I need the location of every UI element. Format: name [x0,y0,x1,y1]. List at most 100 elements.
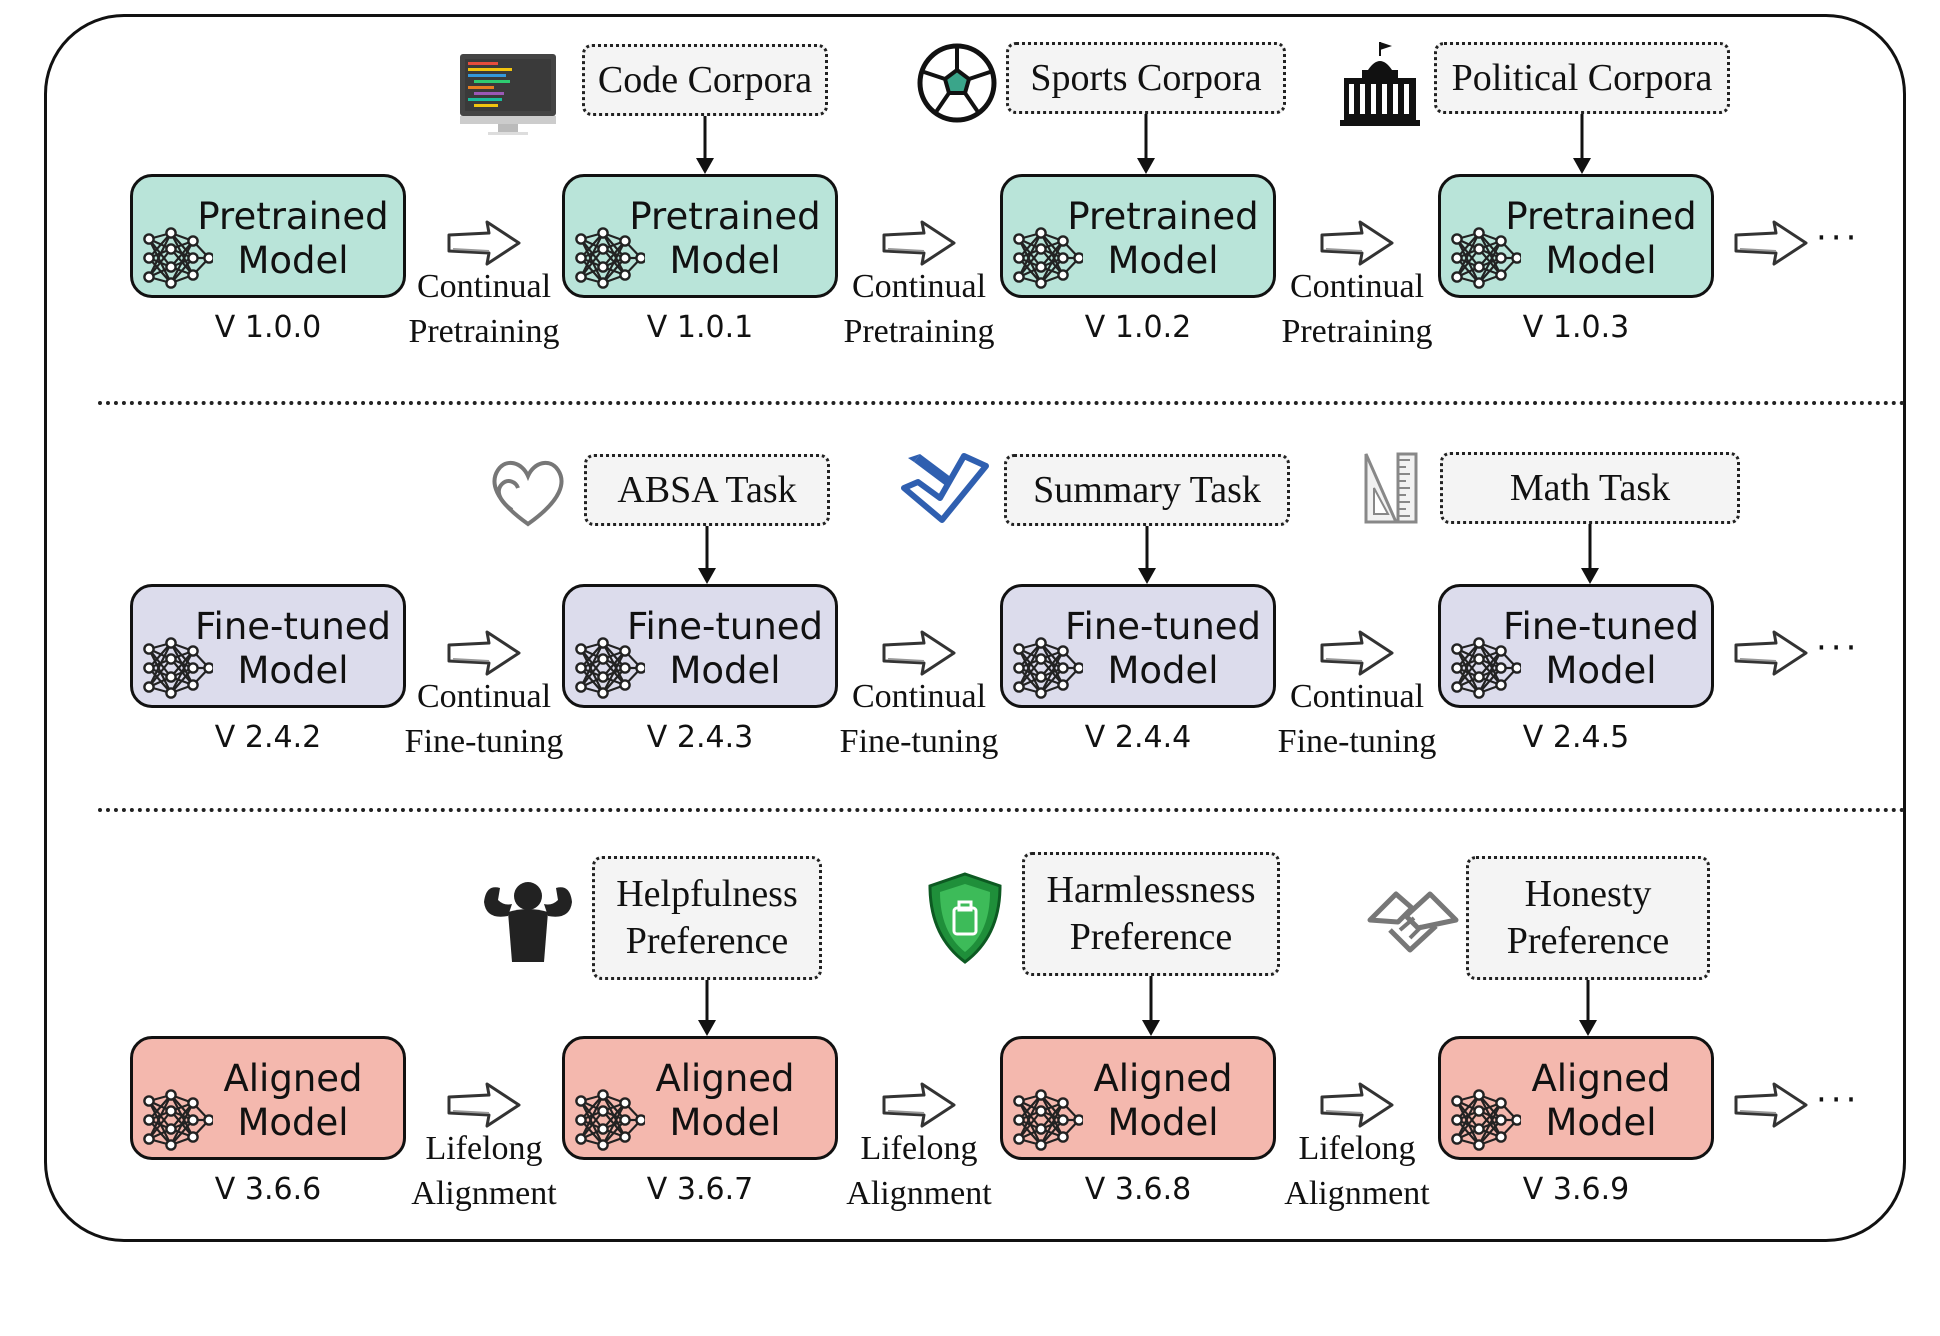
version-label: V 2.4.3 [646,720,754,755]
model-label-line1: Fine-tuned [1064,605,1262,648]
row-divider-1 [98,401,1906,405]
neural-network-icon [575,227,645,289]
neural-network-icon [143,1089,213,1151]
step-label-line2: Pretraining [1281,313,1433,350]
neural-network-icon [1013,637,1083,699]
source-box: Sports Corpora [1006,42,1286,114]
step-label-line2: Alignment [411,1175,557,1212]
right-arrow-icon [447,220,521,266]
right-arrow-icon [882,1082,956,1128]
neural-network-icon [1451,1089,1521,1151]
model-label-line1: Aligned [655,1057,795,1100]
neural-network-icon [575,1089,645,1151]
step-label-line1: Continual [1289,678,1425,715]
down-arrow-icon [1138,526,1156,584]
row-divider-2 [98,808,1906,812]
step-label-line1: Continual [416,268,552,305]
summary-pen-icon [901,453,989,523]
step-label-line2: Alignment [1284,1175,1430,1212]
version-label: V 1.0.2 [1084,310,1192,345]
right-arrow-icon [1734,220,1808,266]
version-label: V 1.0.1 [646,310,754,345]
step-label-line2: Alignment [846,1175,992,1212]
neural-network-icon [1451,637,1521,699]
step-label-line1: Continual [416,678,552,715]
government-building-icon [1340,42,1420,126]
source-box: ABSA Task [584,454,830,526]
ellipsis: ··· [1816,218,1861,258]
right-arrow-icon [1320,630,1394,676]
code-monitor-icon [460,54,556,135]
source-label-line2: Preference [1069,916,1233,958]
right-arrow-icon [1320,1082,1394,1128]
down-arrow-icon [696,116,714,174]
version-label: V 3.6.7 [646,1172,754,1207]
right-arrow-icon [882,630,956,676]
model-label-line1: Aligned [1093,1057,1233,1100]
version-label: V 1.0.3 [1522,310,1630,345]
source-label-line1: Code Corpora [597,58,813,101]
down-arrow-icon [1142,976,1160,1036]
source-label-line1: Sports Corpora [1030,56,1262,99]
right-arrow-icon [447,1082,521,1128]
source-label-line1: ABSA Task [617,468,797,511]
source-label-line2: Preference [625,920,789,962]
source-label-line1: Summary Task [1033,468,1261,511]
right-arrow-icon [1734,1082,1808,1128]
down-arrow-icon [1573,114,1591,174]
model-label-line1: Aligned [1531,1057,1671,1100]
version-label: V 3.6.9 [1522,1172,1630,1207]
down-arrow-icon [1137,114,1155,174]
right-arrow-icon [447,630,521,676]
right-arrow-icon [1734,630,1808,676]
step-label-line2: Fine-tuning [1277,723,1437,760]
source-label-line1: Harmlessness [1046,869,1256,911]
model-label-line1: Pretrained [1505,195,1697,238]
neural-network-icon [1013,227,1083,289]
model-label-line1: Pretrained [1067,195,1259,238]
source-label-line1: Honesty [1524,873,1652,915]
soccer-ball-icon [917,43,997,123]
source-box: Math Task [1440,452,1740,524]
ellipsis: ··· [1816,1080,1861,1120]
step-label-line1: Continual [851,678,987,715]
model-label-line2: Model [669,649,781,692]
step-label-line1: Lifelong [1298,1130,1416,1167]
neural-network-icon [575,637,645,699]
model-label-line2: Model [237,649,349,692]
step-label-line2: Fine-tuning [839,723,999,760]
source-label-line1: Political Corpora [1451,56,1713,99]
model-label-line2: Model [237,239,349,282]
model-label-line2: Model [1107,239,1219,282]
down-arrow-icon [698,980,716,1036]
model-label-line2: Model [669,239,781,282]
neural-network-icon [1013,1089,1083,1151]
model-label-line2: Model [1545,649,1657,692]
neural-network-icon [143,227,213,289]
model-label-line2: Model [669,1101,781,1144]
model-label-line2: Model [1545,239,1657,282]
ruler-triangle-icon [1364,452,1418,524]
neural-network-icon [1451,227,1521,289]
model-label-line2: Model [1545,1101,1657,1144]
model-label-line1: Aligned [223,1057,363,1100]
